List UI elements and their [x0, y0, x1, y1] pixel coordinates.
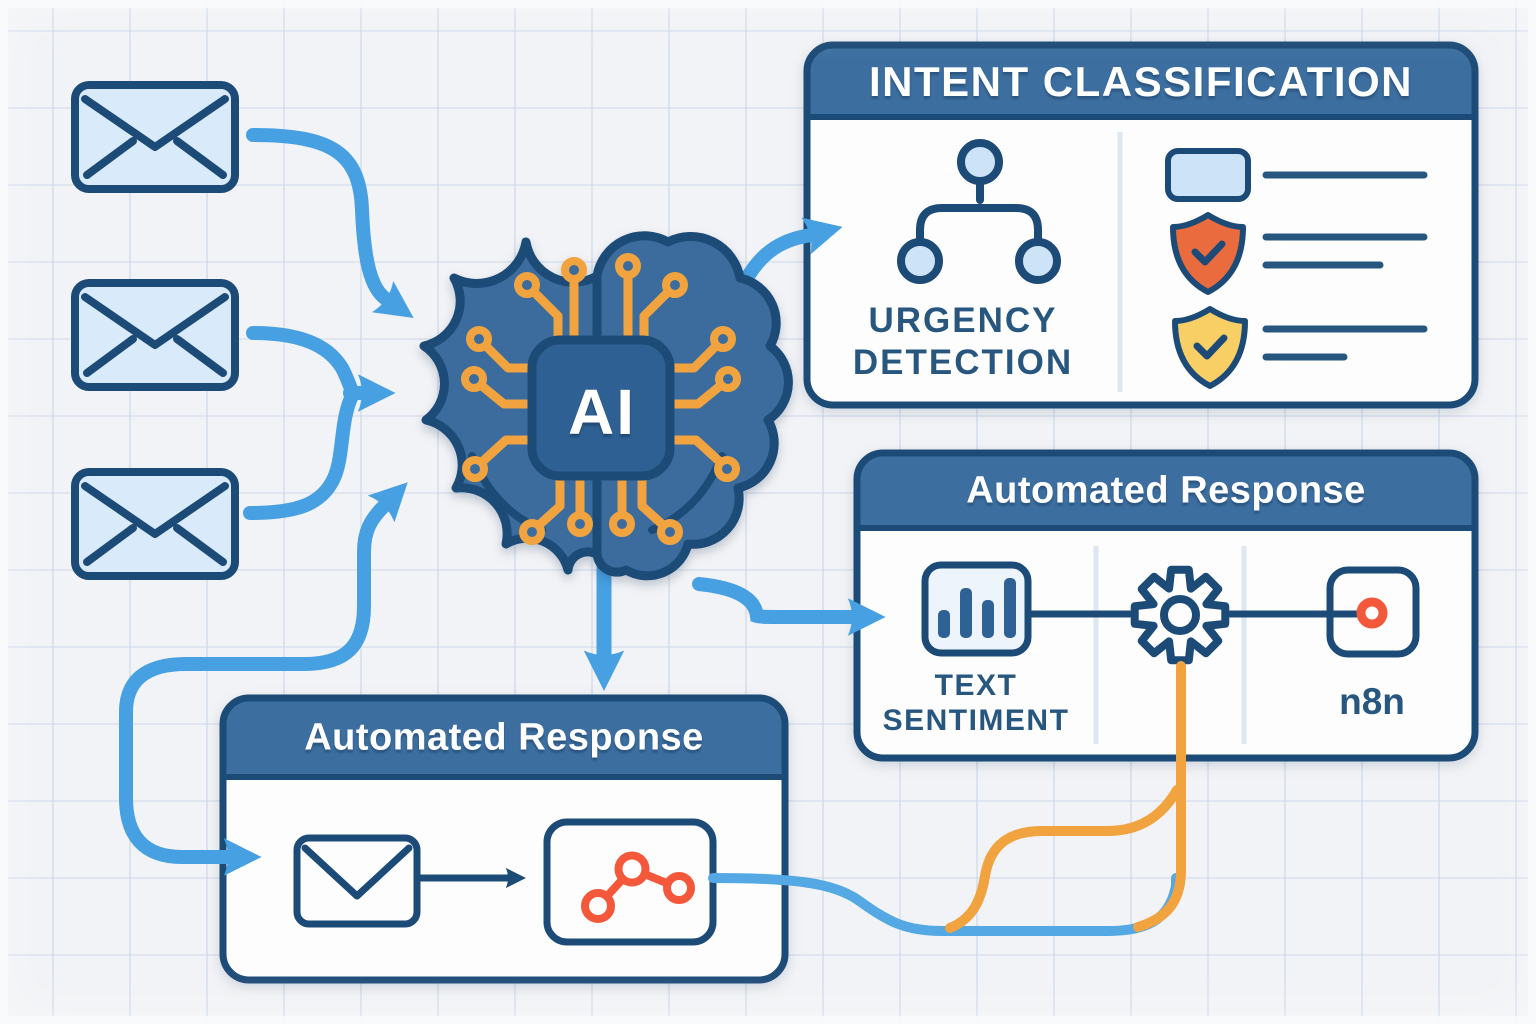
link-orange-loop: [945, 785, 1182, 933]
link-gear-down: [1133, 661, 1186, 932]
arrow-email3-merge: [243, 389, 359, 520]
n8n-port-dot: [1356, 597, 1388, 629]
shield-check-orange-icon: [1170, 212, 1246, 295]
response-panel-header-band: [223, 698, 785, 777]
card-icon: [1165, 148, 1251, 202]
arrow-email2-merge: [246, 326, 359, 398]
hierarchy-tree-icon: [897, 139, 1061, 284]
brain-circuit-nodes: [461, 253, 741, 545]
sentiment-panel-header-band: [857, 453, 1475, 528]
envelope-icon: [71, 279, 239, 391]
bar-chart-icon: [921, 561, 1032, 657]
connector-links: [708, 661, 1186, 936]
incoming-emails: [71, 81, 239, 580]
n8n-node-icon: [1226, 566, 1420, 658]
ai-brain-circuit-icon: [419, 231, 793, 581]
sentiment-panel-dividers: [1093, 546, 1247, 744]
automated-response-right-panel: [853, 449, 1479, 762]
brain-circuit-traces: [477, 271, 725, 531]
shield-check-yellow-icon: [1172, 306, 1248, 389]
envelope-icon: [71, 468, 239, 580]
automated-response-bottom-panel: [219, 694, 789, 984]
intent-checklist: [1165, 148, 1428, 389]
arrow-email1-to-brain: [246, 128, 414, 319]
intent-classification-panel: [803, 41, 1479, 409]
checklist-lines: [1262, 171, 1428, 361]
intent-panel-header-band: [807, 45, 1475, 117]
envelope-icon: [71, 81, 239, 193]
arrow-brain-to-sentiment-panel: [692, 577, 886, 636]
gear-icon: [1130, 565, 1230, 665]
workflow-nodes-icon: [543, 818, 717, 946]
envelope-outline-icon: [293, 834, 421, 928]
arrow-loop-to-response-panel: [119, 482, 408, 876]
ai-chip: [527, 335, 675, 481]
